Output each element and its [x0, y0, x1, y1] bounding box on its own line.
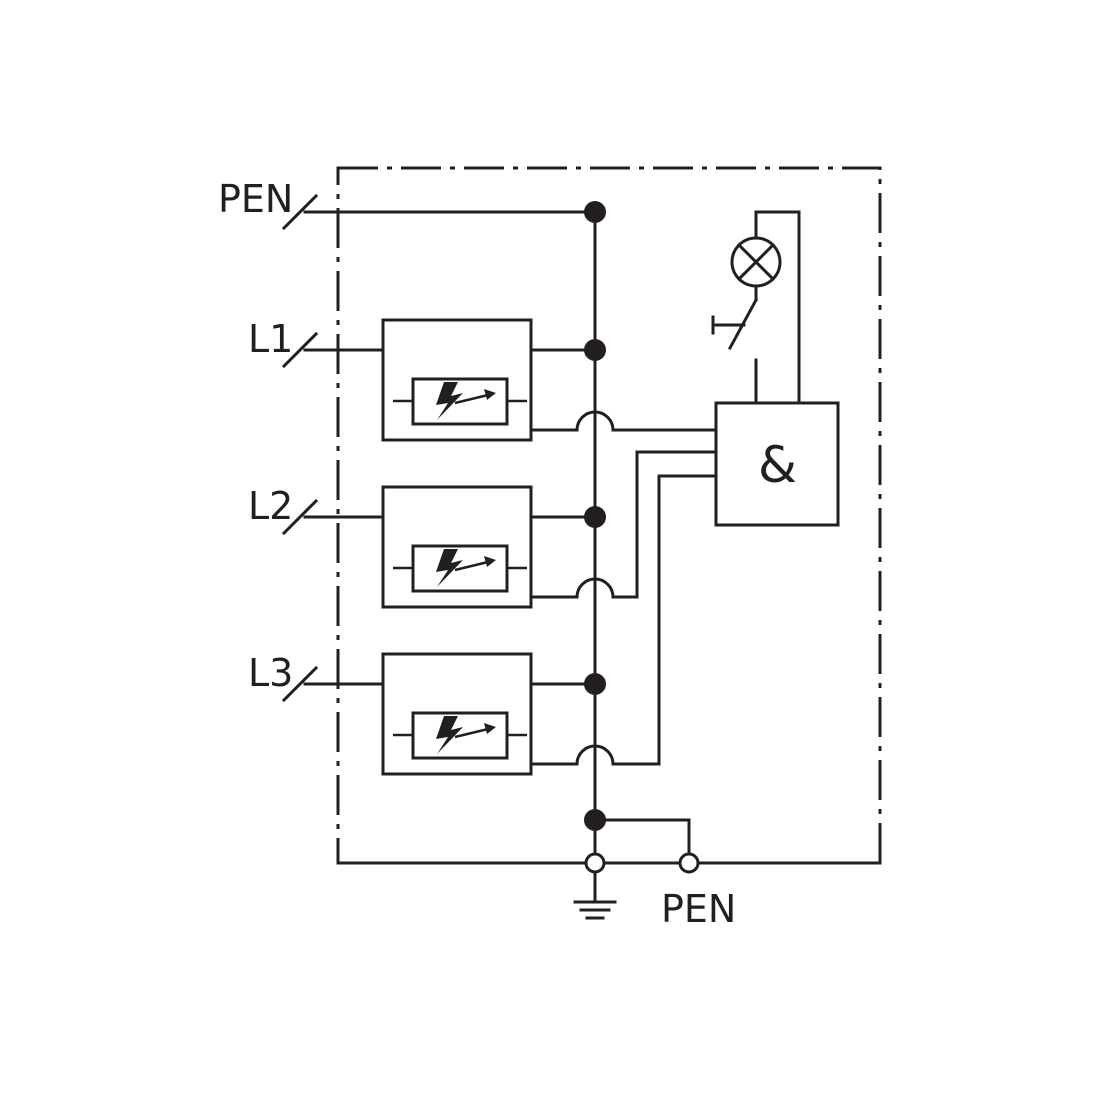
l3-input-label: L3 [248, 651, 293, 695]
signal-wire-l3 [529, 474, 718, 766]
signal-wire-l1 [529, 410, 718, 432]
junction-dot-l2 [584, 506, 606, 528]
ground-terminal [584, 852, 606, 874]
switch-contact-icon [711, 284, 759, 405]
pen-input-label: PEN [218, 177, 293, 221]
junction-dot-l3 [584, 673, 606, 695]
l2-input-slash [281, 498, 319, 536]
protection-module-l2 [381, 485, 597, 609]
junction-dot-l1 [584, 339, 606, 361]
l1-input-slash [281, 331, 319, 369]
l1-input-label: L1 [248, 317, 293, 361]
ground-icon [573, 870, 617, 920]
l2-input-label: L2 [248, 484, 293, 528]
spark-gap-varistor-icon [393, 711, 527, 760]
pen-input-slash [281, 193, 319, 231]
protection-module-l3 [381, 652, 597, 776]
spark-gap-varistor-icon [393, 544, 527, 593]
indicator-lamp-icon [730, 236, 782, 288]
spark-gap-varistor-icon [393, 377, 527, 426]
lamp-supply-wire [754, 210, 801, 405]
and-gate: & [714, 401, 840, 527]
pen-output-label: PEN [661, 887, 736, 931]
l3-input-slash [281, 665, 319, 703]
signal-wire-l2 [529, 450, 718, 599]
protection-module-l1 [381, 318, 597, 442]
pen-output-wire [593, 818, 691, 858]
junction-dot-bottom [584, 809, 606, 831]
and-gate-symbol: & [758, 436, 797, 494]
housing-outline [336, 166, 882, 865]
pen-output-terminal [678, 852, 700, 874]
junction-dot-pen [584, 201, 606, 223]
